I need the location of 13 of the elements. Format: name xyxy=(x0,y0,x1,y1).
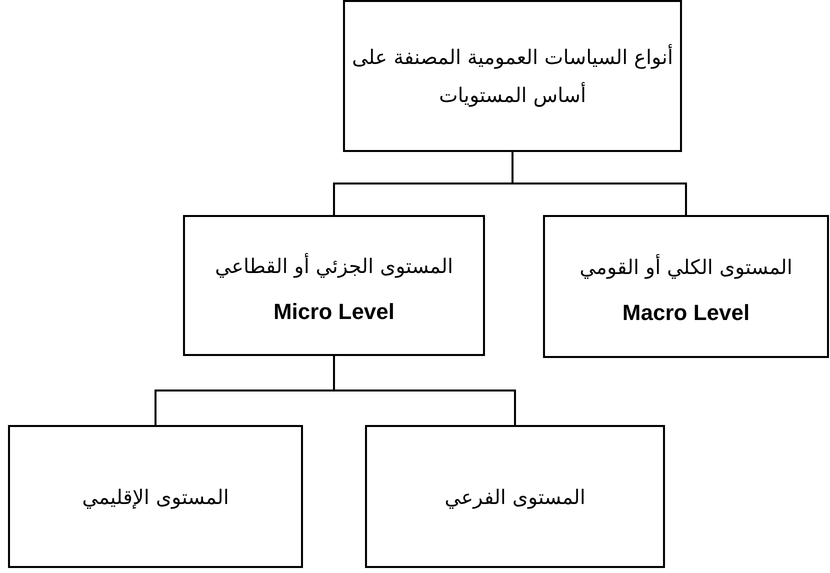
text-box xyxy=(543,215,829,358)
level-label: المستوى الجزئي أو القطاعي xyxy=(214,252,454,280)
level-label: المستوى الكلي أو القومي xyxy=(580,253,792,281)
text-box xyxy=(183,215,485,356)
text-box xyxy=(343,0,682,152)
level-label: المستوى الإقليمي xyxy=(82,484,229,511)
connector-line xyxy=(333,356,516,425)
text-box xyxy=(8,425,303,568)
english-label: Micro Level xyxy=(273,298,395,324)
text-box xyxy=(365,425,665,568)
level-label: المستوى الفرعي xyxy=(444,484,586,511)
level-label: أنواع السياسات العمومية المصنفة على أساس المستويات xyxy=(351,43,674,109)
english-label: Macro Level xyxy=(622,300,750,326)
